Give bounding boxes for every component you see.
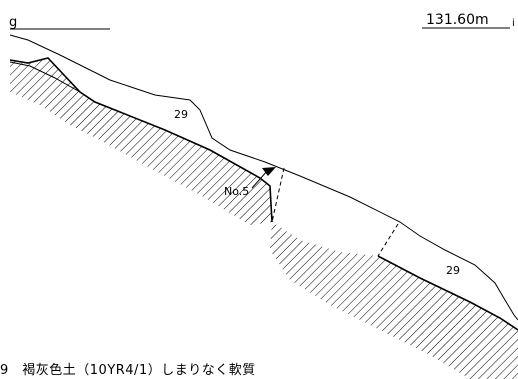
pit-outline-right (377, 223, 399, 257)
soil-layer-legend: 9 褐灰色土（10YR4/1）しまりなく軟質 (0, 363, 256, 378)
layer-label-lower: 29 (446, 264, 460, 277)
sample-leader-line (251, 169, 269, 189)
grid-letter-label: g (9, 15, 17, 30)
layer-boundary-line (9, 61, 81, 93)
bedrock-hatch-upper (10, 58, 272, 225)
sample-label: No.5 (224, 185, 249, 198)
elevation-label: 131.60m (426, 12, 489, 28)
elevation-suffix-label: i (512, 18, 515, 29)
bedrock-surface-line-right (377, 255, 518, 331)
layer-label-upper: 29 (174, 108, 188, 121)
ground-surface-line (9, 34, 518, 321)
bedrock-hatch-lower (270, 222, 518, 379)
sample-arrow-icon (262, 167, 276, 176)
pit-outline-left (271, 167, 285, 223)
bedrock-surface-line (9, 57, 273, 223)
